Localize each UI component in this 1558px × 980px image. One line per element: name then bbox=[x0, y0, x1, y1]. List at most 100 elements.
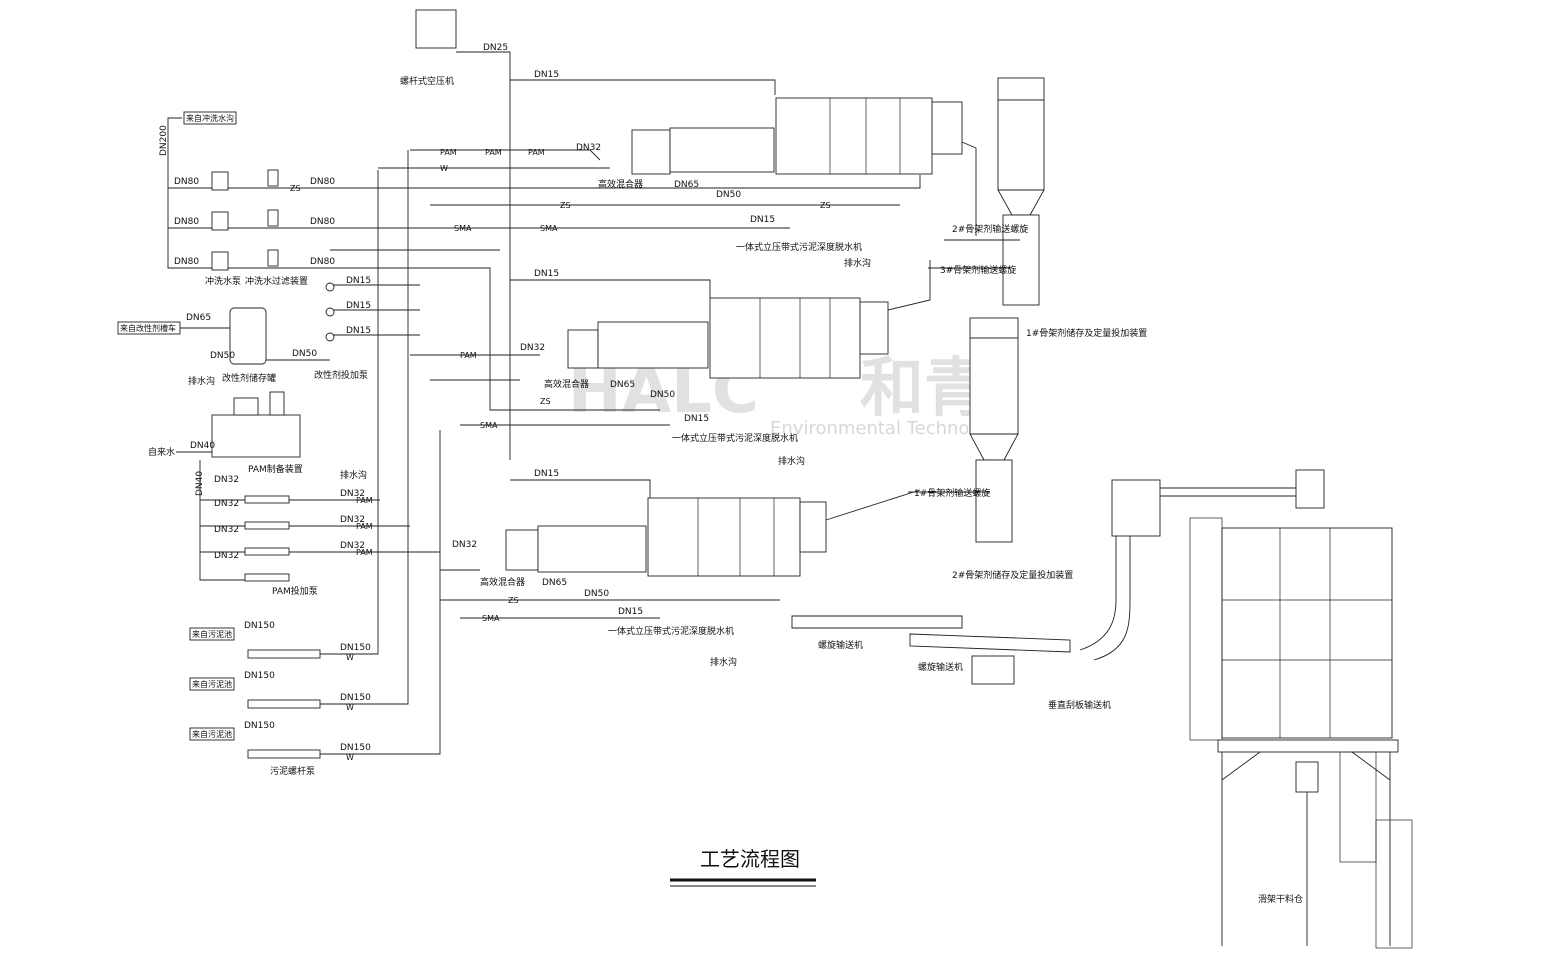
skeleton-silo-2: 2#骨架剂输送螺旋 3#骨架剂输送螺旋 bbox=[928, 77, 1045, 306]
pipe-dn50-a: DN50 bbox=[716, 190, 741, 200]
drain-label-2: 排水沟 bbox=[340, 469, 367, 481]
modifier-pump-label: 改性剂投加泵 bbox=[314, 369, 368, 381]
code-zs-d: ZS bbox=[540, 397, 551, 406]
vertical-conveyor-label: 垂直刮板输送机 bbox=[1048, 699, 1111, 711]
code-pam-e: PAM bbox=[485, 148, 502, 157]
pipe-dn15-a: DN15 bbox=[534, 70, 559, 80]
diagram-title: 工艺流程图 bbox=[670, 847, 816, 887]
code-pam-a: PAM bbox=[356, 496, 373, 505]
pipe-dn32-p3: DN32 bbox=[214, 525, 239, 535]
pipe-dn150-a: DN150 bbox=[244, 621, 275, 631]
code-zs-b: ZS bbox=[560, 201, 571, 210]
screw-conveyors: 螺旋输送机 螺旋输送机 垂直刮板输送机 bbox=[791, 469, 1325, 711]
pipe-dn32-p1: DN32 bbox=[214, 475, 239, 485]
pipe-dn150-b: DN150 bbox=[244, 671, 275, 681]
pipe-dn80-e: DN80 bbox=[310, 217, 335, 227]
pipe-dn65-mod: DN65 bbox=[186, 313, 211, 323]
modifier-system: 来自改性剂槽车 DN65 DN50 DN50 排水沟 改性剂储存罐 改性剂投加泵… bbox=[117, 276, 420, 387]
sludge-source-1: 来自污泥池 bbox=[192, 629, 232, 639]
pipe-dn15-mod-b: DN15 bbox=[346, 301, 371, 311]
pipe-dn15-c: DN15 bbox=[534, 469, 559, 479]
flush-source-label: 来自冲洗水沟 bbox=[186, 113, 234, 123]
code-sma-a: SMA bbox=[454, 224, 472, 233]
drain-label-5: 排水沟 bbox=[710, 656, 737, 668]
pipe-dn32-p4: DN32 bbox=[214, 551, 239, 561]
code-pam-g: PAM bbox=[460, 351, 477, 360]
watermark-cn: 和青 bbox=[860, 352, 988, 426]
pipe-dn50-c: DN50 bbox=[584, 589, 609, 599]
pipe-dn32-m2: DN32 bbox=[520, 343, 545, 353]
code-pam-c: PAM bbox=[356, 548, 373, 557]
pipe-dn150-c: DN150 bbox=[244, 721, 275, 731]
dewatering-line-1: DN32 高效混合器 DN65 一体式立压带式污泥深度脱水机 排水沟 bbox=[576, 97, 977, 269]
code-w-d: W bbox=[440, 164, 448, 173]
pipe-dn40-a: DN40 bbox=[190, 441, 215, 451]
pipe-dn40-b: DN40 bbox=[195, 471, 205, 496]
pipe-dn15-d: DN15 bbox=[750, 215, 775, 225]
pipe-dn65-m1: DN65 bbox=[674, 180, 699, 190]
code-zs-c: ZS bbox=[820, 201, 831, 210]
pipe-dn32-out-c: DN32 bbox=[340, 541, 365, 551]
mixer-2-label: 高效混合器 bbox=[544, 378, 589, 390]
pipe-dn80-a: DN80 bbox=[174, 177, 199, 187]
modifier-tank-label: 改性剂储存罐 bbox=[222, 372, 276, 384]
pipe-dn32-out-a: DN32 bbox=[340, 489, 365, 499]
flush-pump-label: 冲洗水泵 bbox=[205, 275, 241, 287]
tap-water-label: 自来水 bbox=[148, 446, 175, 458]
pipe-dn32-out-b: DN32 bbox=[340, 515, 365, 525]
pipe-dn32-p2: DN32 bbox=[214, 499, 239, 509]
sludge-pump-label: 污泥螺杆泵 bbox=[270, 765, 315, 777]
pam-prep-label: PAM制备装置 bbox=[248, 463, 303, 475]
page-title: 工艺流程图 bbox=[700, 847, 800, 871]
drain-label-4: 排水沟 bbox=[778, 455, 805, 467]
pipe-dn25: DN25 bbox=[483, 43, 508, 53]
pipe-dn65-m3: DN65 bbox=[542, 578, 567, 588]
press-2-label: 一体式立压带式污泥深度脱水机 bbox=[672, 432, 798, 444]
dry-silo-label: 滑架干料仓 bbox=[1258, 893, 1303, 905]
sludge-source-3: 来自污泥池 bbox=[192, 729, 232, 739]
drain-label-3: 排水沟 bbox=[844, 257, 871, 269]
code-pam-b: PAM bbox=[356, 522, 373, 531]
code-sma-b: SMA bbox=[540, 224, 558, 233]
air-compressor-label: 螺杆式空压机 bbox=[400, 75, 454, 87]
modifier-source-label: 来自改性剂槽车 bbox=[120, 323, 176, 333]
pipe-dn32-m1: DN32 bbox=[576, 143, 601, 153]
pipe-dn15-e: DN15 bbox=[684, 414, 709, 424]
pipe-dn50-mod-b: DN50 bbox=[292, 349, 317, 359]
pipe-dn50-mod-a: DN50 bbox=[210, 351, 235, 361]
mixer-1-label: 高效混合器 bbox=[598, 178, 643, 190]
pipe-dn80-b: DN80 bbox=[174, 217, 199, 227]
pipe-dn150-f: DN150 bbox=[340, 743, 371, 753]
pam-pump-label: PAM投加泵 bbox=[272, 585, 318, 597]
code-w-c: W bbox=[346, 753, 354, 762]
pipe-dn80-f: DN80 bbox=[310, 257, 335, 267]
code-w-a: W bbox=[346, 653, 354, 662]
pipe-dn15-b: DN15 bbox=[534, 269, 559, 279]
conveyor-2-label: 2#骨架剂输送螺旋 bbox=[952, 223, 1028, 235]
air-compressor: 螺杆式空压机 DN25 DN15 DN15 DN15 bbox=[400, 9, 776, 498]
pipe-dn65-m2: DN65 bbox=[610, 380, 635, 390]
drain-label-1: 排水沟 bbox=[188, 375, 215, 387]
pipe-dn15-mod-a: DN15 bbox=[346, 276, 371, 286]
code-zs-a: ZS bbox=[290, 184, 301, 193]
press-1-label: 一体式立压带式污泥深度脱水机 bbox=[736, 241, 862, 253]
press-3-label: 一体式立压带式污泥深度脱水机 bbox=[608, 625, 734, 637]
code-pam-d: PAM bbox=[440, 148, 457, 157]
pipe-dn15-f: DN15 bbox=[618, 607, 643, 617]
skeleton-silo-1: 1#骨架剂储存及定量投加装置 1#骨架剂输送螺旋 2#骨架剂储存及定量投加装置 bbox=[908, 317, 1147, 581]
code-w-b: W bbox=[346, 703, 354, 712]
silo-1-label: 1#骨架剂储存及定量投加装置 bbox=[1026, 327, 1147, 339]
screw-conveyor-1-label: 螺旋输送机 bbox=[818, 639, 863, 651]
silo-2-label: 2#骨架剂储存及定量投加装置 bbox=[952, 569, 1073, 581]
pipe-dn50-b: DN50 bbox=[650, 390, 675, 400]
pam-system: 自来水 DN40 PAM制备装置 排水沟 DN40 DN32 DN32 DN32… bbox=[148, 391, 440, 597]
pipe-dn150-d: DN150 bbox=[340, 643, 371, 653]
conveyor-3-label: 3#骨架剂输送螺旋 bbox=[940, 264, 1016, 276]
dewatering-line-3: DN32 高效混合器 DN65 一体式立压带式污泥深度脱水机 排水沟 bbox=[452, 489, 921, 668]
sludge-source-2: 来自污泥池 bbox=[192, 679, 232, 689]
code-pam-f: PAM bbox=[528, 148, 545, 157]
pipe-dn80-d: DN80 bbox=[310, 177, 335, 187]
code-sma-c: SMA bbox=[480, 421, 498, 430]
sludge-feed: 来自污泥池 来自污泥池 来自污泥池 DN150 DN150 DN150 DN15… bbox=[189, 150, 441, 777]
